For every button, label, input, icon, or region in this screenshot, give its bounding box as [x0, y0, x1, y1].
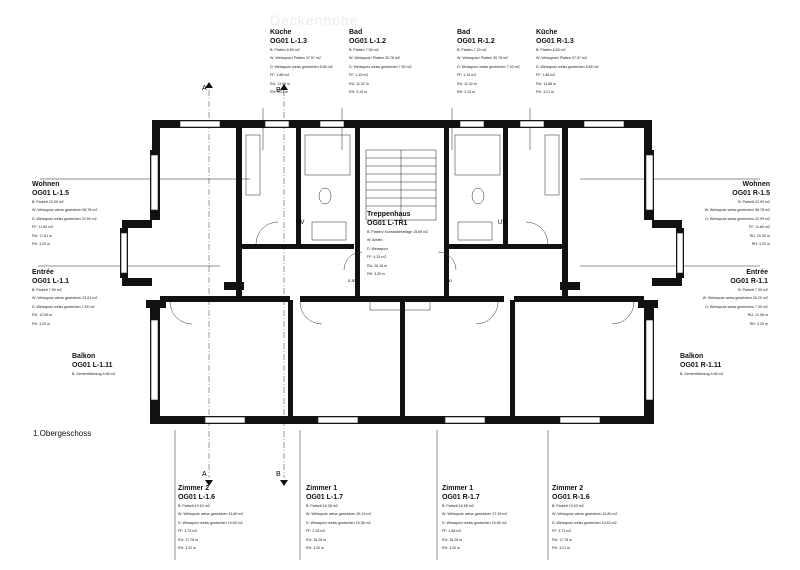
leader-lines [38, 108, 760, 560]
section-mark-b-top: B [276, 87, 281, 94]
section-arrows [205, 82, 288, 486]
section-mark-b-bottom: B [276, 471, 281, 478]
uv-symbol-left: UV [296, 220, 304, 226]
uv-symbol-right: UV [498, 220, 506, 226]
interior-walls [160, 128, 644, 420]
stair [365, 149, 437, 311]
section-mark-a-bottom: A [202, 471, 207, 478]
dimension-right: 0.30 [444, 278, 453, 283]
watermark-text: Deckenhöhe [270, 12, 359, 28]
floor-caption: 1.Obergeschoss [33, 429, 92, 438]
fixtures [245, 134, 560, 241]
section-lines [208, 90, 285, 478]
windows [120, 120, 684, 424]
dimension-left: 0.30 [348, 278, 357, 283]
section-mark-a-top: A [202, 85, 207, 92]
door-swings [169, 221, 635, 325]
